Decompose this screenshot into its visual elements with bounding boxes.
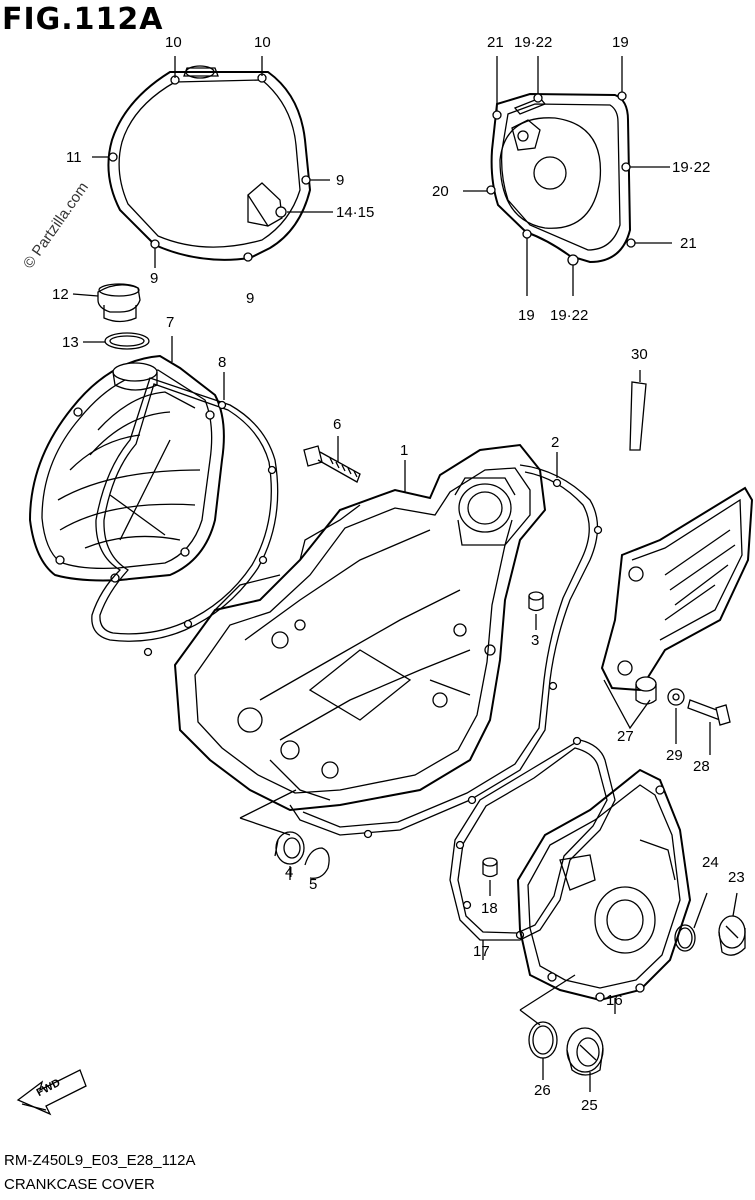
callout-3: 3 xyxy=(531,632,540,649)
clutch-cover-7 xyxy=(28,336,225,583)
callout-1: 1 xyxy=(400,442,409,459)
crankcase-cover-1 xyxy=(173,443,547,812)
callout-6: 6 xyxy=(333,416,342,433)
gasket-17 xyxy=(449,736,616,960)
footer-code: RM-Z450L9_E03_E28_112A xyxy=(4,1152,196,1169)
callout-24: 24 xyxy=(702,854,719,871)
callout-10: 10 xyxy=(165,34,182,51)
callout-19-22: 19·22 xyxy=(514,34,553,51)
callout-13: 13 xyxy=(62,334,79,351)
callout-8: 8 xyxy=(218,354,227,371)
dowel-18 xyxy=(482,857,498,896)
callout-28: 28 xyxy=(693,758,710,775)
callout-16: 16 xyxy=(606,992,623,1009)
callout-14-15: 14·15 xyxy=(336,204,375,221)
callout-20: 20 xyxy=(432,183,449,200)
callout-11: 11 xyxy=(66,149,82,166)
callout-2: 2 xyxy=(551,434,560,451)
callout-9: 9 xyxy=(336,172,345,189)
callout-19-22: 19·22 xyxy=(550,307,589,324)
callout-19-22: 19·22 xyxy=(672,159,711,176)
callout-26: 26 xyxy=(534,1082,551,1099)
generator-cover xyxy=(463,56,672,296)
callout-19: 19 xyxy=(518,307,535,324)
callout-19: 19 xyxy=(612,34,629,51)
callout-27: 27 xyxy=(617,728,634,745)
gasket-8 xyxy=(91,372,279,657)
sprocket-cover xyxy=(600,370,754,755)
footer-name: CRANKCASE COVER xyxy=(4,1176,155,1193)
oil-seal-4 xyxy=(239,789,330,880)
callout-10: 10 xyxy=(254,34,271,51)
callout-7: 7 xyxy=(166,314,175,331)
callout-29: 29 xyxy=(666,747,683,764)
clutch-cover-outer xyxy=(92,56,333,268)
clutch-cover-16 xyxy=(516,768,692,1026)
callout-18: 18 xyxy=(481,900,498,917)
callout-30: 30 xyxy=(631,346,648,363)
plug-25 xyxy=(528,1021,604,1092)
callout-4: 4 xyxy=(285,864,294,881)
callout-12: 12 xyxy=(52,286,69,303)
dowel-3 xyxy=(528,591,544,630)
bolt-6 xyxy=(303,436,361,483)
oil-filler-cap xyxy=(72,283,150,350)
callout-9: 9 xyxy=(150,270,159,287)
callout-25: 25 xyxy=(581,1097,598,1114)
plug-23 xyxy=(674,892,746,956)
callout-17: 17 xyxy=(473,943,490,960)
figure-title: FIG.112A xyxy=(2,2,164,37)
gasket-2 xyxy=(289,452,603,839)
callout-9: 9 xyxy=(246,290,255,307)
callout-21: 21 xyxy=(680,235,697,252)
callout-23: 23 xyxy=(728,869,745,886)
callout-21: 21 xyxy=(487,34,504,51)
fwd-arrow-icon xyxy=(16,1069,87,1116)
callout-5: 5 xyxy=(309,876,318,893)
